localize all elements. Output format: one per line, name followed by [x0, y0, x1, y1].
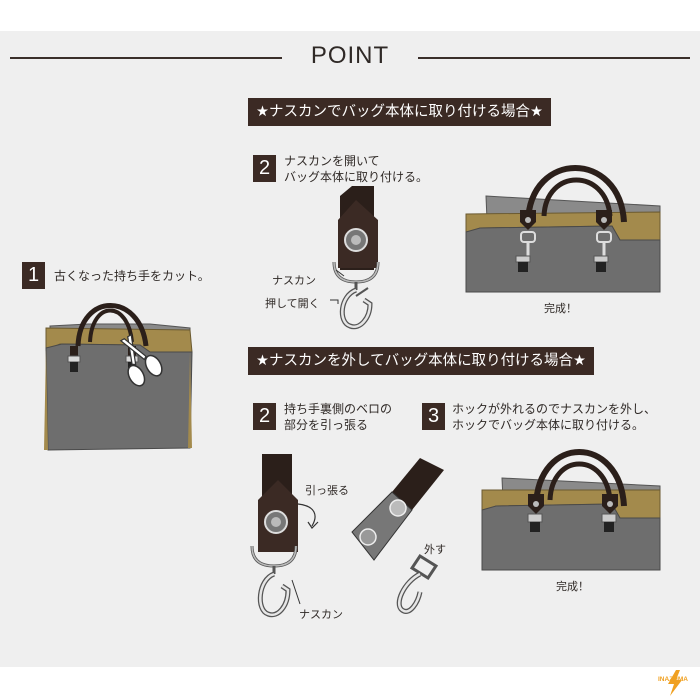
section-b-step-2-number: 2	[253, 403, 276, 430]
section-b-banner: ★ナスカンを外してバッグ本体に取り付ける場合★	[248, 347, 595, 375]
logo-text: INAZUMA	[658, 676, 688, 683]
section-b-step-3-text: ホックが外れるのでナスカンを外し、 ホックでバッグ本体に取り付ける。	[452, 402, 657, 432]
section-b-clasp-label: ナスカン	[299, 608, 343, 621]
section-b-step-3-number: 3	[422, 403, 445, 430]
section-b-step-2-text: 持ち手裏側のベロの 部分を引っ張る	[284, 402, 393, 432]
step-1-text: 古くなった持ち手をカット。	[54, 269, 210, 283]
section-a-step-number: 2	[253, 155, 276, 182]
section-b-done-label: 完成！	[556, 580, 589, 593]
section-b-pull-label: 引っ張る	[305, 484, 349, 497]
section-b-remove-label: 外す	[424, 543, 446, 556]
section-a-push-label: 押して開く	[265, 297, 320, 310]
section-a-done-label: 完成！	[544, 302, 577, 315]
title-rule-right	[418, 57, 690, 59]
page-title: POINT	[310, 42, 390, 69]
title-rule-left	[10, 57, 282, 59]
section-a-clasp-label: ナスカン	[272, 274, 316, 287]
section-a-step-text: ナスカンを開いて バッグ本体に取り付ける。	[284, 154, 429, 184]
section-a-banner: ★ナスカンでバッグ本体に取り付ける場合★	[248, 98, 551, 126]
step-1-number: 1	[22, 262, 45, 289]
